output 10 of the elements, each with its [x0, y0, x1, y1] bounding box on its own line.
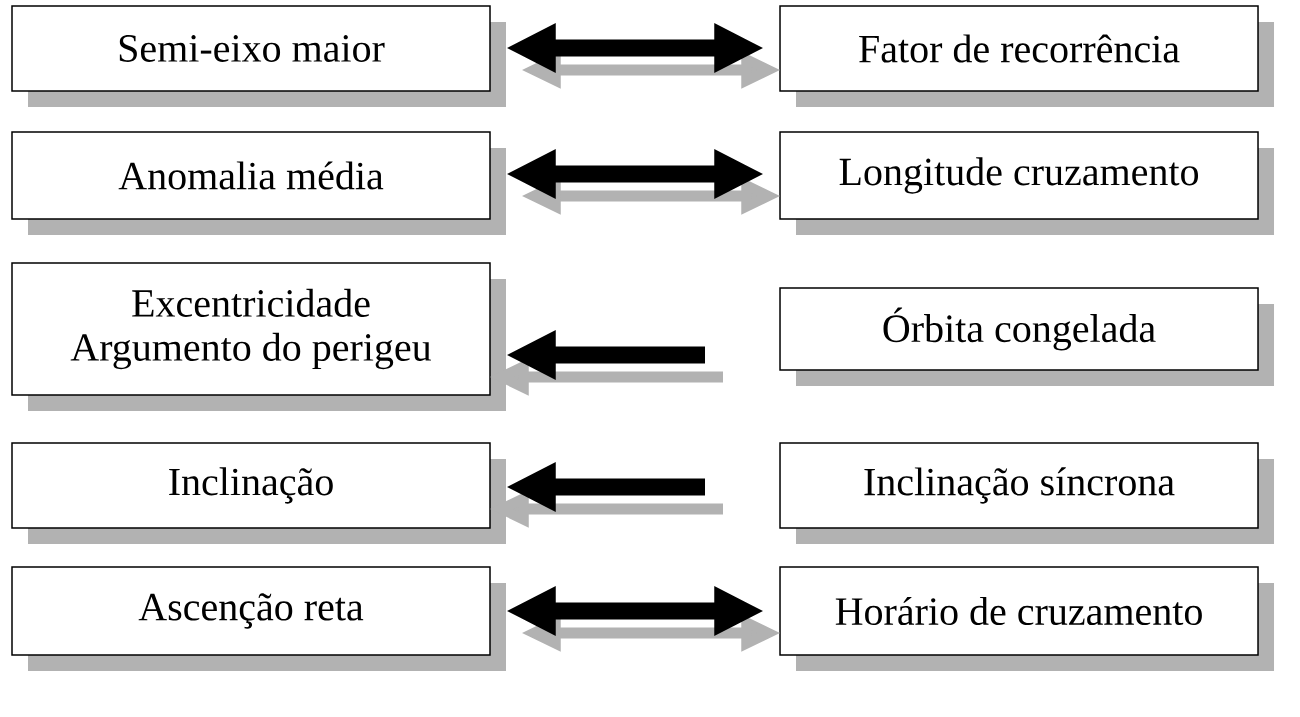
- text-box: Horário de cruzamento: [779, 566, 1274, 671]
- text-box: Inclinação: [11, 442, 506, 544]
- text-box: Ascenção reta: [11, 566, 506, 671]
- text-box: Excentricidade Argumento do perigeu: [11, 262, 506, 411]
- text-box: Longitude cruzamento: [779, 131, 1274, 235]
- text-box: Fator de recorrência: [779, 5, 1274, 107]
- text-box: Inclinação síncrona: [779, 442, 1274, 544]
- text-box: Semi-eixo maior: [11, 5, 506, 107]
- text-box: Órbita congelada: [779, 287, 1274, 386]
- text-box: Anomalia média: [11, 131, 506, 235]
